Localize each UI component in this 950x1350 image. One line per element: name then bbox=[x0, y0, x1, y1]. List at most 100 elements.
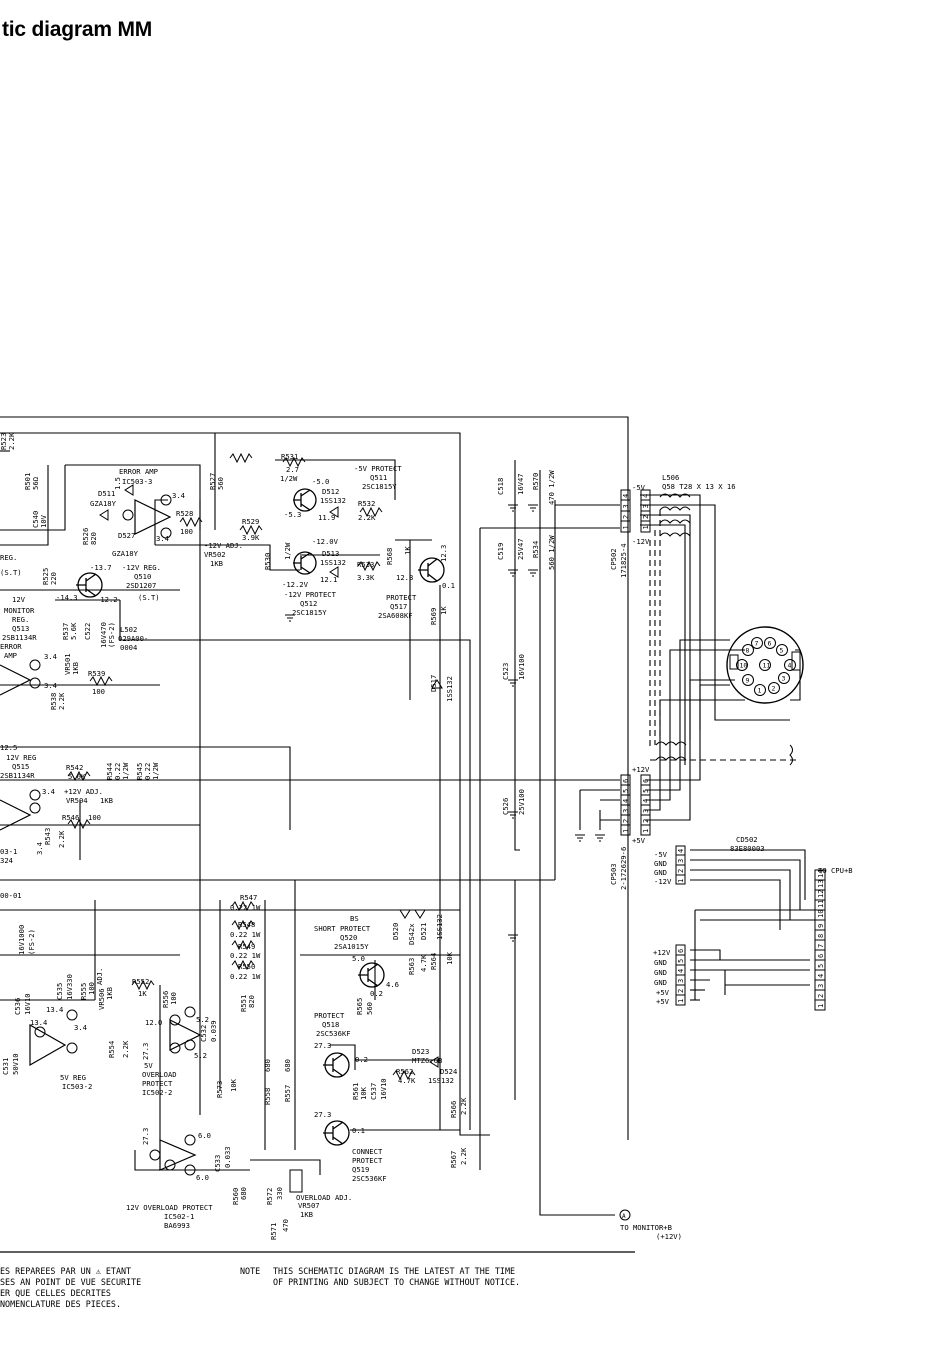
label-l502t: 029A00- bbox=[118, 634, 148, 643]
label-r570v: 470 1/2W bbox=[547, 470, 556, 505]
pin-circles bbox=[29, 494, 196, 1176]
label-vr506: VR506 bbox=[97, 988, 106, 1010]
label-c526: C526 bbox=[501, 798, 510, 815]
label-short-protect: SHORT PROTECT bbox=[314, 924, 371, 933]
label-d512t: 1SS132 bbox=[320, 496, 346, 505]
din-pin-circle-8 bbox=[742, 644, 754, 656]
label-01b: 0.1 bbox=[352, 1126, 365, 1135]
label-r572: R572 bbox=[265, 1188, 274, 1205]
label-r566: R566 bbox=[449, 1101, 458, 1118]
cd502-c-pin-8: 8 bbox=[817, 934, 825, 938]
label-r565: R565 bbox=[355, 998, 364, 1015]
label-r530: R530 bbox=[263, 553, 272, 570]
label-r523: R523 bbox=[0, 433, 8, 450]
label-02: 0.2 bbox=[370, 989, 383, 998]
label-r566v: 2.2K bbox=[459, 1097, 468, 1115]
label-c523v: 16V100 bbox=[517, 654, 526, 680]
label-r531w: 1/2W bbox=[280, 474, 298, 483]
label-c532: C532 bbox=[199, 1025, 208, 1042]
label-r550v: 0.22 1W bbox=[230, 972, 261, 981]
label-34f: 3.4 bbox=[35, 842, 44, 855]
label-vr504: VR504 bbox=[66, 796, 88, 805]
label-r564: R564 bbox=[429, 953, 438, 970]
label-r571v: 470 bbox=[281, 1219, 290, 1232]
label-r501v: 56Ω bbox=[31, 476, 40, 490]
label-a-mark: A bbox=[622, 1213, 626, 1220]
label-r572v: 330 bbox=[275, 1187, 284, 1200]
label-r547: R547 bbox=[240, 893, 257, 902]
label-r525v: 220 bbox=[49, 572, 58, 585]
cd502-b-pin-5: 5 bbox=[677, 959, 685, 963]
label-60a: 6.0 bbox=[198, 1131, 211, 1140]
label-52b: 5.2 bbox=[194, 1051, 207, 1060]
label-r562v: 4.7K bbox=[398, 1076, 416, 1085]
label-c522v: 16V470 bbox=[99, 622, 108, 648]
label-d527: D527 bbox=[118, 531, 135, 540]
label-d520: D520 bbox=[391, 923, 400, 940]
label-r560v: 680 bbox=[239, 1187, 248, 1200]
cp503-left-pin-4: 4 bbox=[622, 799, 630, 803]
label-connect: CONNECT bbox=[352, 1147, 383, 1156]
label-c533v: 0.033 bbox=[223, 1146, 232, 1168]
label-d512: D512 bbox=[322, 487, 339, 496]
label-st: (S.T) bbox=[0, 568, 22, 577]
din-pin-9: 9 bbox=[746, 676, 750, 684]
cd502-a-pin-4: 4 bbox=[677, 849, 685, 853]
label-r539: R539 bbox=[88, 669, 105, 678]
label-adj12p: +12V ADJ. bbox=[64, 787, 103, 796]
label-r563v: 4.7K bbox=[419, 954, 428, 972]
label-cp502: CP502 bbox=[609, 548, 618, 570]
label-r531: R531 bbox=[281, 452, 298, 461]
label-r550: R550 bbox=[238, 962, 255, 971]
label-c523: C523 bbox=[501, 663, 510, 680]
label-r544: R544 bbox=[105, 763, 114, 780]
label-125: 12.5 bbox=[0, 743, 17, 752]
label-52a: 5.2 bbox=[196, 1015, 209, 1024]
din-socket bbox=[726, 626, 804, 704]
label-reg: REG. bbox=[12, 615, 29, 624]
label-cp503: CP503 bbox=[609, 863, 618, 885]
cp502-left-pin-1: 1 bbox=[622, 525, 630, 529]
opamp-ic503-3 bbox=[134, 499, 172, 535]
opamp-ic503-1 bbox=[0, 799, 32, 831]
label-c518v: 16V47 bbox=[516, 473, 525, 495]
label-r523v: 2.2K bbox=[7, 432, 16, 450]
connector-cp502 bbox=[620, 489, 651, 533]
label-c535v: 16V330 bbox=[65, 974, 74, 1000]
label-r558: R558 bbox=[263, 1088, 272, 1105]
label-q510t: 2SD1207 bbox=[126, 581, 156, 590]
connector-pin-numbers: 4321432165432165432143216543211413121110… bbox=[622, 494, 825, 1008]
label-r528: R528 bbox=[176, 509, 193, 518]
label-l502: L502 bbox=[120, 625, 137, 634]
label-r549v: 0.22 1W bbox=[230, 951, 261, 960]
label-r546: R546 bbox=[62, 813, 79, 822]
label-10k: 10K bbox=[445, 951, 454, 965]
cp503-right-pin-6: 6 bbox=[642, 779, 650, 783]
wiring bbox=[0, 416, 820, 1216]
label-ov-adj: OVERLOAD ADJ. bbox=[296, 1193, 352, 1202]
cp502-left-pin-4: 4 bbox=[622, 494, 630, 498]
cp503-right-pin-4: 4 bbox=[642, 799, 650, 803]
din-pin-circle-11 bbox=[759, 659, 771, 671]
label-r561: R561 bbox=[351, 1083, 360, 1100]
label-r549: R549 bbox=[238, 942, 255, 951]
label-c535: C535 bbox=[55, 983, 64, 1000]
label-r529v: 3.9K bbox=[242, 533, 260, 542]
label-123: 12.3 bbox=[396, 573, 413, 582]
label-273d: 27.3 bbox=[141, 1128, 150, 1145]
label-cd-m5v: -5V bbox=[654, 850, 668, 859]
label-r545v: 0.22 bbox=[143, 763, 152, 780]
label-ic503-1: 03-1 bbox=[0, 847, 17, 856]
cp503-left-pin-1: 1 bbox=[622, 829, 630, 833]
label-r558v: 680 bbox=[263, 1059, 272, 1072]
label-bs: BS bbox=[350, 914, 359, 923]
label-q512t: 2SC1815Y bbox=[292, 608, 327, 617]
label-q517: Q517 bbox=[390, 602, 407, 611]
label-q518t: 2SC536KF bbox=[316, 1029, 351, 1038]
label-d524: D524 bbox=[440, 1067, 457, 1076]
cd502-c-pin-14: 14 bbox=[817, 870, 825, 878]
label-324: 324 bbox=[0, 856, 13, 865]
label-r571: R571 bbox=[269, 1223, 278, 1240]
label-q510: Q510 bbox=[134, 572, 151, 581]
label-vr502: VR502 bbox=[204, 550, 226, 559]
